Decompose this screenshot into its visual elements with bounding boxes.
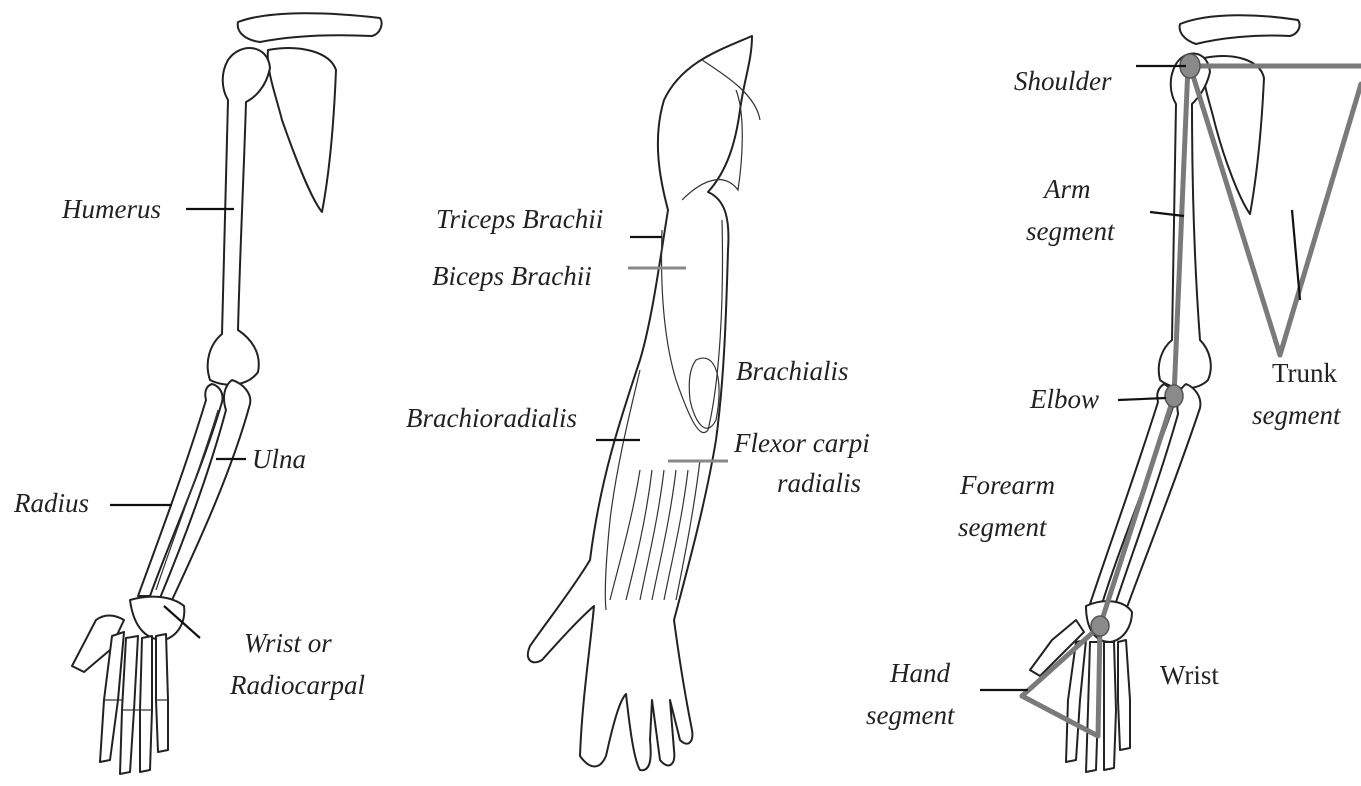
wrist-label-line1: Wrist or xyxy=(244,628,332,658)
segment-finger-3 xyxy=(1104,642,1116,770)
brachialis-label: Brachialis xyxy=(736,356,849,386)
segment-panel: Shoulder Arm segment Trunk segment Elbow… xyxy=(866,15,1361,772)
elbow-joint-marker xyxy=(1165,385,1183,407)
hand-segment-line-3 xyxy=(1098,626,1100,736)
hand-label-line2: segment xyxy=(866,700,956,730)
skeleton-panel: Humerus Ulna Radius Wrist or Radiocarpal xyxy=(13,13,382,774)
wrist-label-line2: Radiocarpal xyxy=(229,670,365,700)
segment-finger-1 xyxy=(1066,640,1086,762)
humerus-bone xyxy=(208,48,270,385)
hand-segment-line-2 xyxy=(1022,696,1098,736)
ulna-label: Ulna xyxy=(252,444,306,474)
flexor-label-line2: radialis xyxy=(777,468,861,498)
hand-label-line1: Hand xyxy=(889,658,950,688)
triceps-label: Triceps Brachii xyxy=(436,204,603,234)
forearm-label-line1: Forearm xyxy=(959,470,1055,500)
arm-label-line2: segment xyxy=(1026,216,1116,246)
clavicle-bone xyxy=(238,13,382,42)
segment-finger-4 xyxy=(1118,640,1130,750)
flexor-label-line1: Flexor carpi xyxy=(733,428,870,458)
segment-clavicle xyxy=(1180,15,1300,44)
forearm-label-line2: segment xyxy=(958,512,1048,542)
trunk-label-line2: segment xyxy=(1252,400,1342,430)
shoulder-label: Shoulder xyxy=(1014,66,1112,96)
trunk-label-line1: Trunk xyxy=(1272,358,1338,388)
wrist-segment-label: Wrist xyxy=(1160,660,1219,690)
trunk-leader xyxy=(1292,210,1300,300)
elbow-label: Elbow xyxy=(1029,384,1099,414)
skeleton-hand xyxy=(72,597,184,774)
humerus-label: Humerus xyxy=(61,194,161,224)
radius-label: Radius xyxy=(13,488,89,518)
wrist-joint-marker xyxy=(1091,616,1109,636)
brachioradialis-label: Brachioradialis xyxy=(406,403,577,433)
scapula-bone xyxy=(268,48,336,212)
biceps-label: Biceps Brachii xyxy=(432,261,592,291)
muscle-panel: Triceps Brachii Biceps Brachii Brachiali… xyxy=(406,36,870,770)
arm-label-line1: Arm xyxy=(1042,174,1091,204)
